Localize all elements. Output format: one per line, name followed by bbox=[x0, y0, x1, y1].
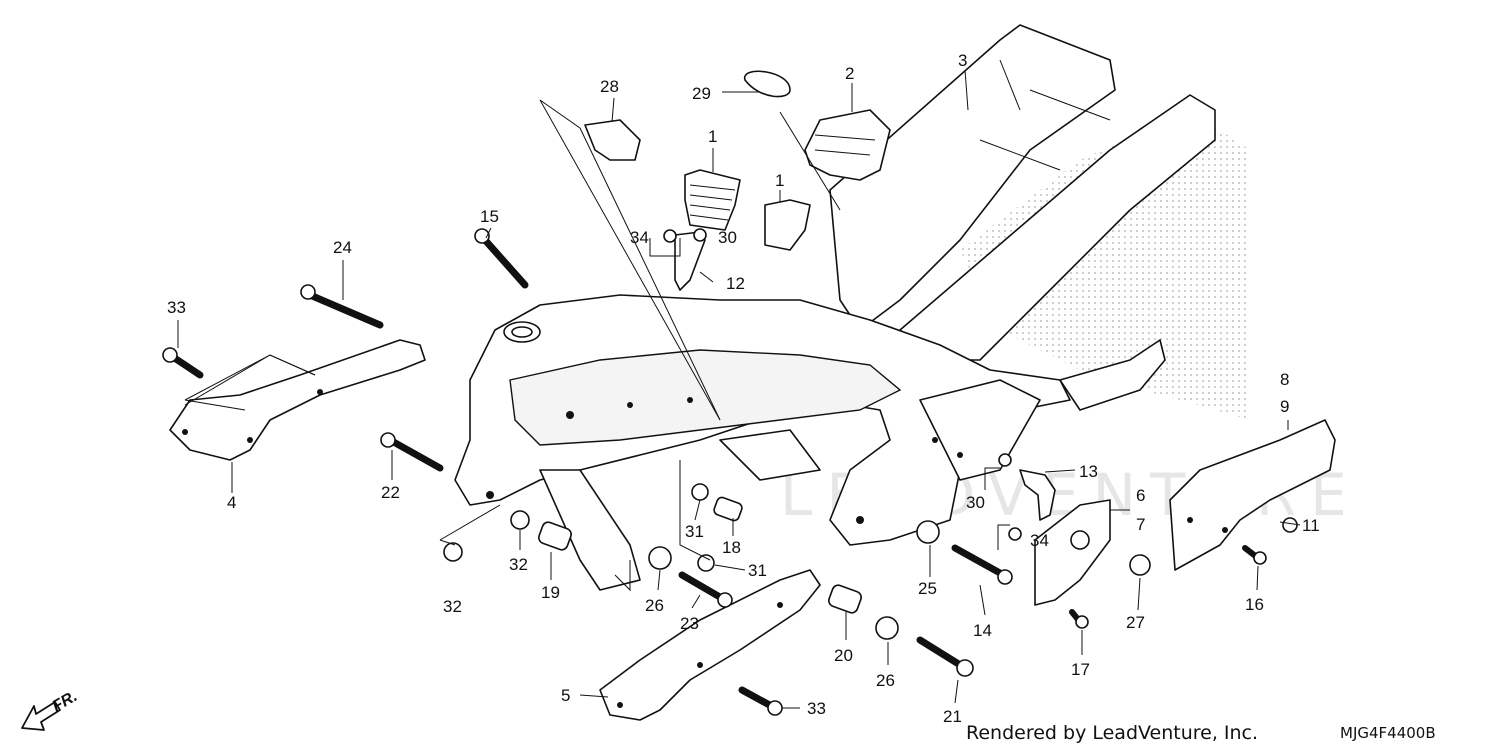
part-number-1-lower: 1 bbox=[775, 171, 784, 190]
part-number-labels: 28 29 2 3 1 1 34 30 12 15 24 33 4 22 32 … bbox=[167, 51, 1320, 726]
part-number-30-lower: 30 bbox=[966, 493, 985, 512]
part-number-6: 6 bbox=[1136, 486, 1145, 505]
part-number-26-left: 26 bbox=[645, 596, 664, 615]
part-number-9: 9 bbox=[1280, 397, 1289, 416]
right-side-plate bbox=[1169, 419, 1336, 571]
part-number-11: 11 bbox=[1302, 516, 1320, 535]
part-number-24: 24 bbox=[333, 238, 352, 257]
upper-holders bbox=[674, 109, 891, 291]
main-frame bbox=[454, 24, 1216, 591]
part-number-20: 20 bbox=[834, 646, 853, 665]
part-number-31-upper: 31 bbox=[685, 522, 704, 541]
part-number-14: 14 bbox=[973, 621, 992, 640]
part-number-30-upper: 30 bbox=[718, 228, 737, 247]
part-number-4: 4 bbox=[227, 493, 236, 512]
part-number-34-upper: 34 bbox=[630, 228, 649, 247]
part-number-3: 3 bbox=[958, 51, 967, 70]
part-number-8: 8 bbox=[1280, 370, 1289, 389]
part-number-29: 29 bbox=[692, 84, 711, 103]
part-number-16: 16 bbox=[1245, 595, 1264, 614]
part-number-12: 12 bbox=[726, 274, 745, 293]
part-number-5: 5 bbox=[561, 686, 570, 705]
front-arrow-icon bbox=[21, 701, 61, 731]
halftone-background bbox=[960, 110, 1250, 420]
part-number-18: 18 bbox=[722, 538, 741, 557]
part-number-1-upper: 1 bbox=[708, 127, 717, 146]
clamps bbox=[584, 70, 791, 161]
part-number-22: 22 bbox=[381, 483, 400, 502]
part-number-21: 21 bbox=[943, 707, 962, 726]
part-number-31-lower: 31 bbox=[748, 561, 767, 580]
center-plate bbox=[1034, 499, 1111, 606]
bolts bbox=[162, 228, 1267, 716]
part-number-34-lower: 34 bbox=[1030, 531, 1049, 550]
diagram-code: MJG4F4400B bbox=[1340, 724, 1436, 742]
front-direction-indicator: FR. bbox=[21, 688, 80, 731]
rendered-by-credit: Rendered by LeadVenture, Inc. bbox=[966, 722, 1258, 744]
part-number-7: 7 bbox=[1136, 515, 1145, 534]
nuts-and-collars bbox=[443, 228, 1298, 640]
part-number-26-center: 26 bbox=[876, 671, 895, 690]
part-number-32-lower: 32 bbox=[443, 597, 462, 616]
part-number-2: 2 bbox=[845, 64, 854, 83]
part-number-23: 23 bbox=[680, 614, 699, 633]
part-number-17: 17 bbox=[1071, 660, 1090, 679]
part-number-28: 28 bbox=[600, 77, 619, 96]
part-number-25: 25 bbox=[918, 579, 937, 598]
part-number-33-lower: 33 bbox=[807, 699, 826, 718]
lower-hanger-bracket bbox=[599, 569, 821, 721]
leader-lines bbox=[177, 69, 1301, 709]
part-number-13: 13 bbox=[1079, 462, 1098, 481]
part-number-27: 27 bbox=[1126, 613, 1145, 632]
part-number-15: 15 bbox=[480, 207, 499, 226]
part-number-33-left: 33 bbox=[167, 298, 186, 317]
part-number-32-upper: 32 bbox=[509, 555, 528, 574]
part-number-19: 19 bbox=[541, 583, 560, 602]
